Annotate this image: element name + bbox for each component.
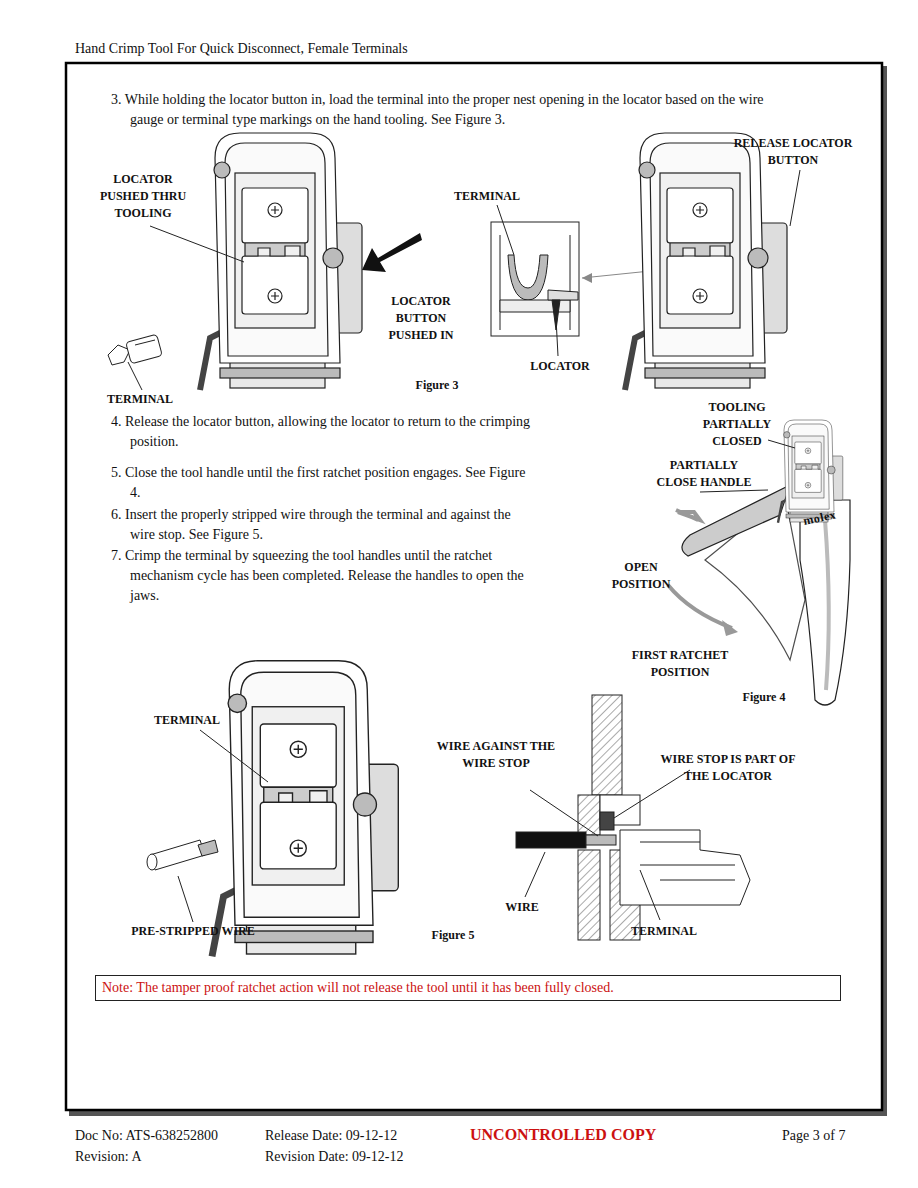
page-header: Hand Crimp Tool For Quick Disconnect, Fe… — [75, 40, 408, 57]
callout-label: RELEASE LOCATOR BUTTON — [730, 135, 856, 169]
callout-label: Figure 3 — [397, 377, 477, 394]
callout-label: LOCATOR BUTTON PUSHED IN — [382, 293, 460, 344]
callout-label: TERMINAL — [447, 188, 527, 205]
footer-text: Revision Date: 09-12-12 — [265, 1147, 465, 1167]
callout-label: OPEN POSITION — [601, 559, 681, 593]
step-text: 3. While holding the locator button in, … — [105, 90, 795, 130]
callout-label: FIRST RATCHET POSITION — [620, 647, 740, 681]
note-text: Note: The tamper proof ratchet action wi… — [102, 979, 834, 997]
footer-text: Release Date: 09-12-12 — [265, 1126, 465, 1146]
callout-label: PARTIALLY CLOSE HANDLE — [650, 457, 758, 491]
callout-label: TOOLING PARTIALLY CLOSED — [697, 399, 777, 450]
callout-label: WIRE STOP IS PART OF THE LOCATOR — [660, 751, 796, 785]
callout-label: Figure 4 — [724, 689, 804, 706]
callout-label: UNCONTROLLED COPY — [470, 1125, 710, 1145]
callout-label: LOCATOR PUSHED THRU TOOLING — [93, 171, 193, 222]
step-text: 7. Crimp the terminal by squeezing the t… — [105, 546, 545, 606]
callout-label: TERMINAL — [147, 712, 227, 729]
footer-text: Page 3 of 7 — [782, 1126, 892, 1146]
callout-label: WIRE — [492, 899, 552, 916]
callout-label: PRE-STRIPPED WIRE — [123, 923, 263, 940]
callout-label: LOCATOR — [520, 358, 600, 375]
step-text: 5. Close the tool handle until the first… — [105, 463, 535, 503]
step-text: 6. Insert the properly stripped wire thr… — [105, 505, 535, 545]
callout-label: Figure 5 — [413, 927, 493, 944]
footer-text: Revision: A — [75, 1147, 265, 1167]
callout-label: WIRE AGAINST THE WIRE STOP — [428, 738, 564, 772]
callout-label: TERMINAL — [624, 923, 704, 940]
footer-text: Doc No: ATS-638252800 — [75, 1126, 265, 1146]
step-text: 4. Release the locator button, allowing … — [105, 412, 535, 452]
note-box: Note: The tamper proof ratchet action wi… — [95, 975, 841, 1001]
callout-label: TERMINAL — [100, 391, 180, 408]
